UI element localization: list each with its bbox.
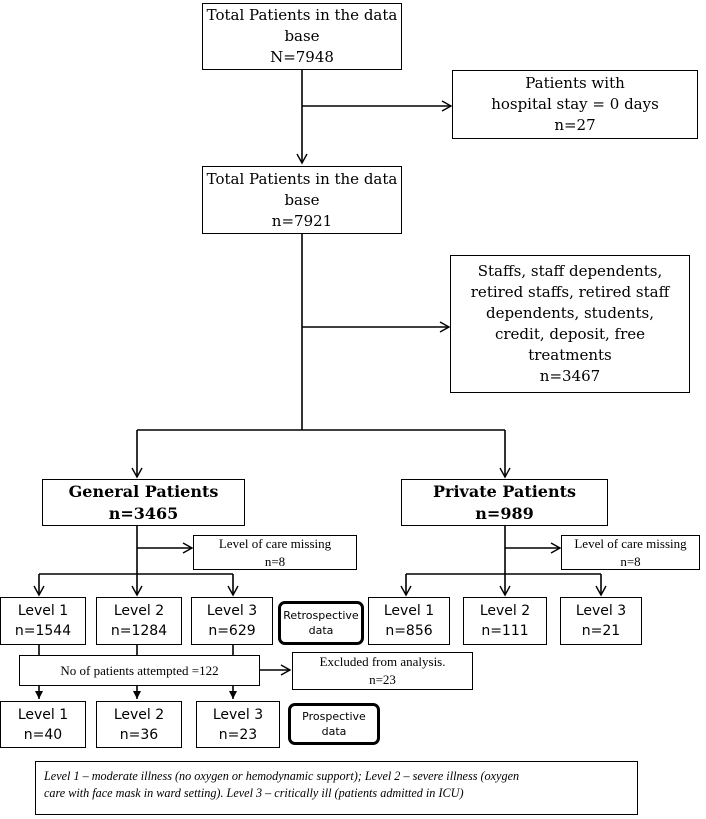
legend-box: Level 1 – moderate illness (no oxygen or… <box>35 761 638 815</box>
private-missing-n: n=8 <box>620 553 641 569</box>
box-private-level-1: Level 1 n=856 <box>368 597 450 645</box>
prospective-level-1-label: Level 1 <box>17 706 69 723</box>
private-level-1-n: n=856 <box>385 623 433 639</box>
general-title: General Patients <box>68 481 219 501</box>
total-initial-n: N=7948 <box>270 48 334 66</box>
total-initial-line2: base <box>284 27 320 45</box>
attempted-label: No of patients attempted =122 <box>60 662 219 678</box>
excluded-analysis-label: Excluded from analysis. <box>319 654 446 669</box>
private-level-3-label: Level 3 <box>575 603 627 619</box>
private-level-3-n: n=21 <box>581 623 621 639</box>
legend-line1: Level 1 – moderate illness (no oxygen or… <box>44 769 520 783</box>
box-excluded-analysis: Excluded from analysis. n=23 <box>292 652 473 690</box>
legend-line2: care with face mask in ward setting). Le… <box>44 786 464 800</box>
box-total-initial: Total Patients in the data base N=7948 <box>202 3 402 70</box>
box-attempted: No of patients attempted =122 <box>19 655 260 686</box>
prospective-line2: data <box>321 725 347 738</box>
retrospective-line1: Retrospective <box>283 609 359 622</box>
box-private-missing: Level of care missing n=8 <box>561 535 700 570</box>
private-n: n=989 <box>475 503 534 523</box>
private-level-2-label: Level 2 <box>479 603 531 619</box>
private-level-2-n: n=111 <box>481 623 529 639</box>
box-general-level-3: Level 3 n=629 <box>191 597 273 645</box>
box-general-level-2: Level 2 n=1284 <box>96 597 182 645</box>
box-prospective: Prospective data <box>288 703 380 745</box>
prospective-level-3-n: n=23 <box>218 726 258 743</box>
retrospective-line2: data <box>308 624 334 637</box>
prospective-level-2-n: n=36 <box>119 726 159 743</box>
zero-stay-line2: hospital stay = 0 days <box>491 95 659 113</box>
staff-line-2: retired staffs, retired staff <box>470 283 670 301</box>
box-general-patients: General Patients n=3465 <box>42 479 245 526</box>
general-level-1-n: n=1544 <box>14 623 72 639</box>
box-retrospective: Retrospective data <box>278 601 364 645</box>
private-level-1-label: Level 1 <box>383 603 435 619</box>
general-level-3-label: Level 3 <box>206 603 258 619</box>
box-prospective-level-1: Level 1 n=40 <box>0 701 86 748</box>
private-title: Private Patients <box>433 481 576 501</box>
total-after-line1: Total Patients in the data <box>206 169 398 188</box>
general-level-2-n: n=1284 <box>110 623 168 639</box>
staff-n: n=3467 <box>539 367 601 385</box>
general-missing-label: Level of care missing <box>218 535 332 551</box>
box-private-level-2: Level 2 n=111 <box>463 597 547 645</box>
box-private-patients: Private Patients n=989 <box>401 479 608 526</box>
box-prospective-level-2: Level 2 n=36 <box>96 701 182 748</box>
excluded-analysis-n: n=23 <box>369 672 396 687</box>
total-after-n: n=7921 <box>271 211 333 230</box>
box-excluded-staff: Staffs, staff dependents, retired staffs… <box>450 255 690 393</box>
box-prospective-level-3: Level 3 n=23 <box>196 701 280 748</box>
staff-line-1: Staffs, staff dependents, <box>477 262 663 280</box>
staff-line-5: treatments <box>528 346 612 364</box>
zero-stay-line1: Patients with <box>525 74 625 92</box>
general-missing-n: n=8 <box>264 553 286 569</box>
total-initial-line1: Total Patients in the data <box>206 6 398 24</box>
box-total-after: Total Patients in the data base n=7921 <box>202 166 402 234</box>
general-n: n=3465 <box>108 503 179 523</box>
box-private-level-3: Level 3 n=21 <box>560 597 642 645</box>
prospective-level-3-label: Level 3 <box>212 706 264 723</box>
prospective-level-1-n: n=40 <box>23 726 63 743</box>
box-general-level-1: Level 1 n=1544 <box>0 597 86 645</box>
box-excluded-zero-stay: Patients with hospital stay = 0 days n=2… <box>452 70 698 139</box>
zero-stay-n: n=27 <box>554 116 596 134</box>
general-level-1-label: Level 1 <box>17 603 69 619</box>
staff-line-3: dependents, students, <box>485 304 655 322</box>
prospective-level-2-label: Level 2 <box>113 706 165 723</box>
general-level-3-n: n=629 <box>208 623 256 639</box>
box-general-missing: Level of care missing n=8 <box>193 535 357 570</box>
prospective-line1: Prospective <box>302 710 366 723</box>
total-after-line2: base <box>284 190 320 209</box>
private-missing-label: Level of care missing <box>574 535 687 551</box>
general-level-2-label: Level 2 <box>113 603 165 619</box>
staff-line-4: credit, deposit, free <box>494 325 646 343</box>
